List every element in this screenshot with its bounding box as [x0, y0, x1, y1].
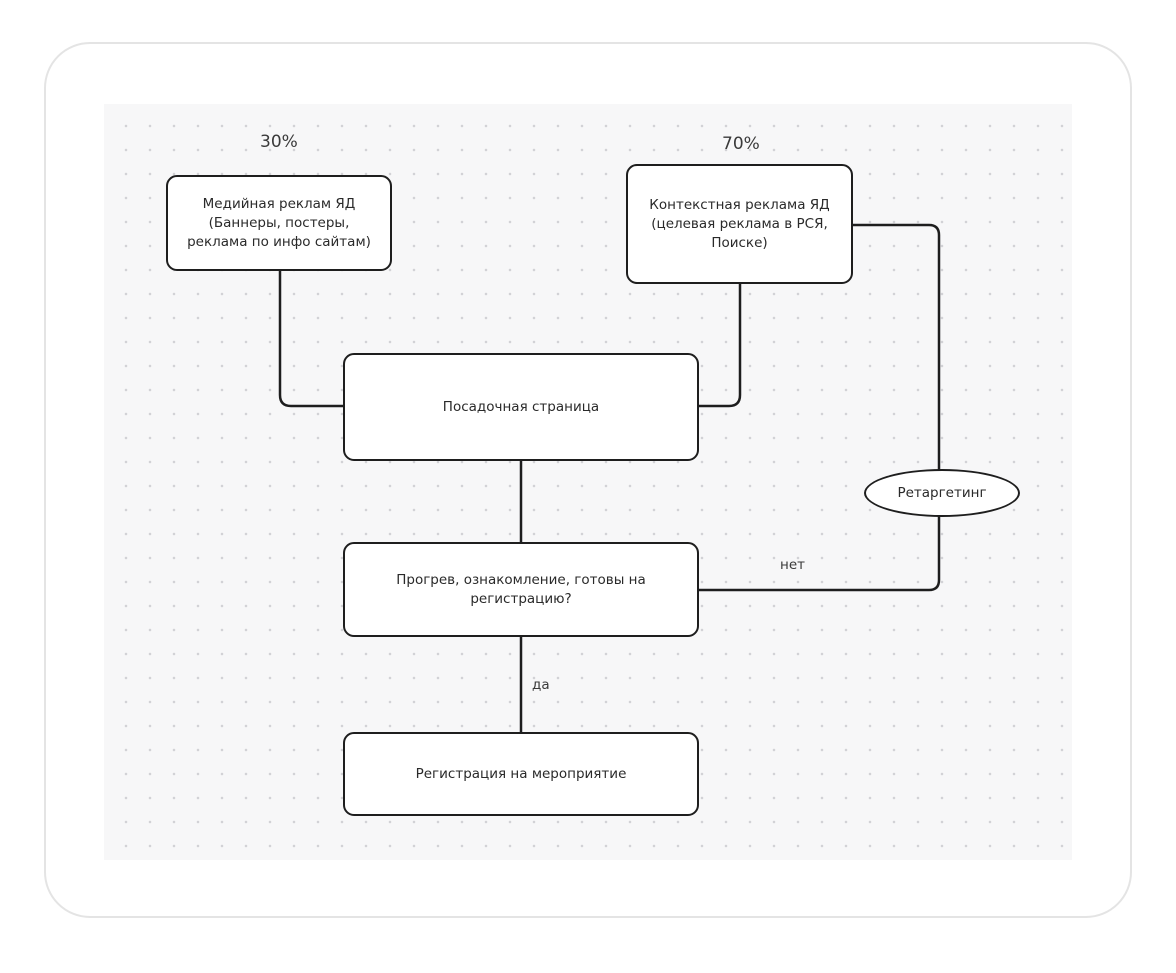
- node-warmup-decision[interactable]: Прогрев, ознакомление, готовы на регистр…: [343, 542, 699, 637]
- node-event-registration[interactable]: Регистрация на мероприятие: [343, 732, 699, 816]
- percent-media-label: 30%: [260, 132, 298, 152]
- connector-context-to-landing: [698, 284, 742, 408]
- node-retargeting[interactable]: Ретаргетинг: [864, 469, 1020, 517]
- percent-context-label: 70%: [722, 134, 760, 154]
- edge-label-no: нет: [780, 557, 805, 573]
- connector-retargeting-to-context: [852, 223, 941, 470]
- connector-lines: [278, 223, 941, 732]
- node-media-ads[interactable]: Медийная реклам ЯД (Баннеры, постеры, ре…: [166, 175, 392, 271]
- edge-label-yes: да: [532, 677, 550, 693]
- connector-media-to-landing: [278, 270, 344, 408]
- node-landing-page[interactable]: Посадочная страница: [343, 353, 699, 461]
- whiteboard-canvas: 30% 70% Медийная реклам ЯД (Баннеры, пос…: [104, 104, 1072, 860]
- connector-warmup-to-retargeting: [698, 516, 941, 592]
- node-context-ads[interactable]: Контекстная реклама ЯД (целевая реклама …: [626, 164, 853, 284]
